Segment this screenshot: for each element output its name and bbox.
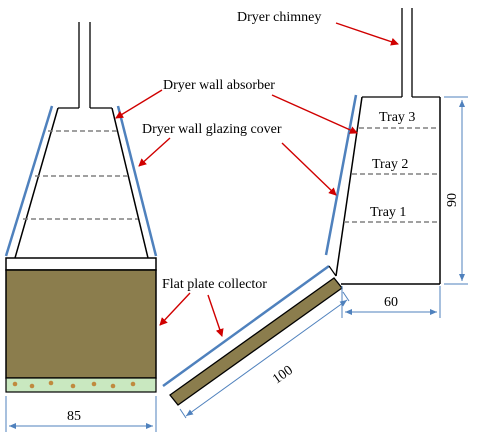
left-dryer-frustum: [14, 107, 149, 259]
collector-glazing-to-dryer: [328, 265, 337, 277]
tray-1-label: Tray 1: [370, 205, 406, 220]
left-base-bed: [5, 377, 157, 393]
dimension-85-label: 85: [67, 409, 81, 424]
arrow-collector-right: [207, 294, 224, 337]
tray-3-label: Tray 3: [379, 110, 415, 125]
label-dryer-wall-glazing-cover: Dryer wall glazing cover: [142, 122, 282, 137]
arrow-chimney: [335, 22, 399, 46]
arrow-glazing-right: [281, 142, 337, 196]
right-tray-lines: [344, 127, 439, 223]
dimension-100: [179, 291, 350, 419]
arrow-collector-left: [159, 292, 191, 326]
right-chimney: [362, 8, 440, 98]
arrow-absorber-right: [271, 94, 358, 134]
label-dryer-wall-absorber: Dryer wall absorber: [163, 78, 275, 93]
label-flat-plate-collector: Flat plate collector: [162, 277, 267, 292]
dimension-60-label: 60: [384, 295, 398, 310]
left-glazing-cover-right: [116, 105, 158, 257]
left-glazing-cover: [4, 105, 54, 257]
left-absorber-box: [5, 269, 157, 379]
dimension-90: [444, 96, 468, 285]
tray-2-label: Tray 2: [372, 157, 408, 172]
collector-absorber: [169, 277, 343, 406]
left-top-plate: [5, 257, 157, 271]
right-glazing-cover: [324, 94, 358, 256]
dimension-90-label: 90: [445, 193, 460, 207]
arrow-glazing-left: [138, 137, 171, 167]
dimension-100-label: 100: [270, 363, 296, 387]
arrow-absorber-left: [115, 89, 163, 119]
left-chimney: [58, 22, 112, 109]
left-tray-lines: [23, 130, 138, 220]
dimension-85: [5, 396, 157, 432]
label-dryer-chimney: Dryer chimney: [237, 10, 321, 25]
left-base-pebbles: [12, 380, 136, 389]
